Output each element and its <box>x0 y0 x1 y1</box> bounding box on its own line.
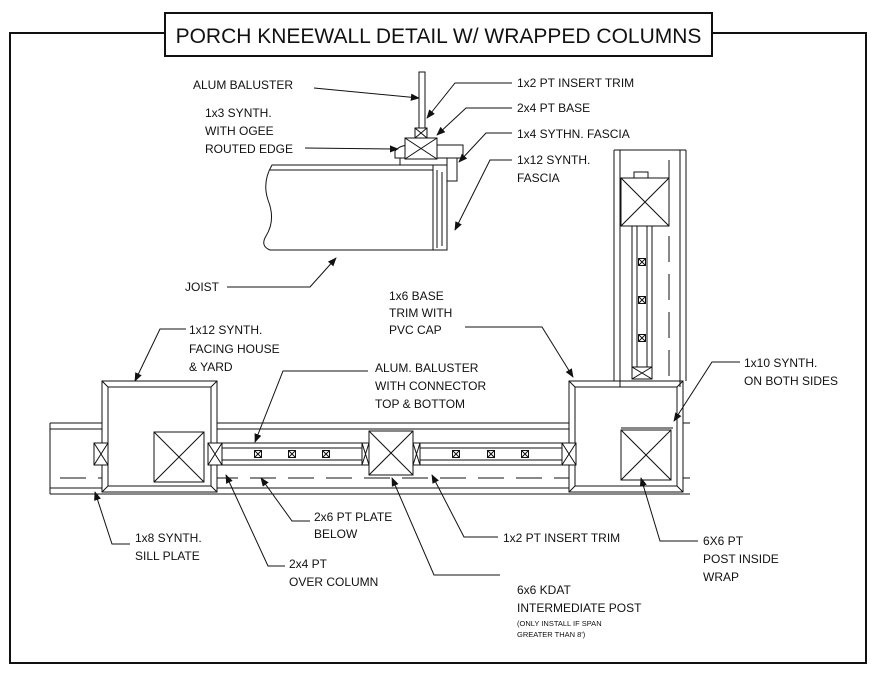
baluster-top <box>418 71 426 129</box>
label-sill-plate: 1x8 SYNTH. SILL PLATE <box>135 531 205 563</box>
label-insert-trim-bottom: 1x2 PT INSERT TRIM <box>503 531 620 545</box>
label-joist: JOIST <box>185 280 220 294</box>
label-pt-base: 2x4 PT BASE <box>517 101 590 115</box>
label-facing-house: 1x12 SYNTH. FACING HOUSE & YARD <box>189 323 283 374</box>
top-section-detail <box>263 71 464 251</box>
joist <box>263 164 433 251</box>
leader-lines <box>94 82 740 576</box>
baluster-symbol-cross <box>288 450 296 458</box>
label-plate-below: 2x6 PT PLATE BELOW <box>314 510 396 541</box>
baluster-row <box>254 258 646 458</box>
baluster-symbol-cross <box>638 258 646 266</box>
fascia-1x12 <box>432 164 448 251</box>
drawing-title: PORCH KNEEWALL DETAIL W/ WRAPPED COLUMNS <box>176 25 702 48</box>
title-box <box>164 12 713 57</box>
label-base-trim: 1x6 BASE TRIM WITH PVC CAP <box>389 289 456 337</box>
left-column-wrap <box>101 380 218 493</box>
label-post-inside: 6X6 PT POST INSIDE WRAP <box>703 534 782 584</box>
label-alum-baluster-connector: ALUM. BALUSTER WITH CONNECTOR TOP & BOTT… <box>375 361 489 411</box>
left-post <box>153 431 205 483</box>
drawing-border <box>9 32 867 664</box>
label-fascia-1x4: 1x4 SYTHN. FASCIA <box>517 127 630 141</box>
label-fascia-1x12: 1x12 SYNTH. FASCIA <box>517 153 594 185</box>
baluster-symbol-cross <box>254 450 262 458</box>
label-over-column: 2x4 PT OVER COLUMN <box>289 557 378 589</box>
callout-labels: ALUM BALUSTER 1x2 PT INSERT TRIM 2x4 PT … <box>135 76 838 639</box>
label-insert-trim-top: 1x2 PT INSERT TRIM <box>517 76 634 90</box>
baluster-symbol-cross <box>638 334 646 342</box>
baluster-symbol-cross <box>521 450 529 458</box>
baluster-symbol-cross <box>322 450 330 458</box>
label-alum-baluster: ALUM BALUSTER <box>193 78 293 92</box>
baluster-symbol-cross <box>452 450 460 458</box>
label-intermediate-post: 6x6 KDAT INTERMEDIATE POST <box>517 583 642 615</box>
fascia-1x4 <box>446 154 458 182</box>
label-synth-ogee: 1x3 SYNTH. WITH OGEE ROUTED EDGE <box>205 106 293 156</box>
baluster-symbol-cross <box>638 296 646 304</box>
baluster-symbol-cross <box>487 450 495 458</box>
plan-view <box>49 149 690 495</box>
label-both-sides: 1x10 SYNTH. ON BOTH SIDES <box>744 356 838 388</box>
label-install-note: (ONLY INSTALL IF SPAN GREATER THAN 8') <box>517 619 604 639</box>
